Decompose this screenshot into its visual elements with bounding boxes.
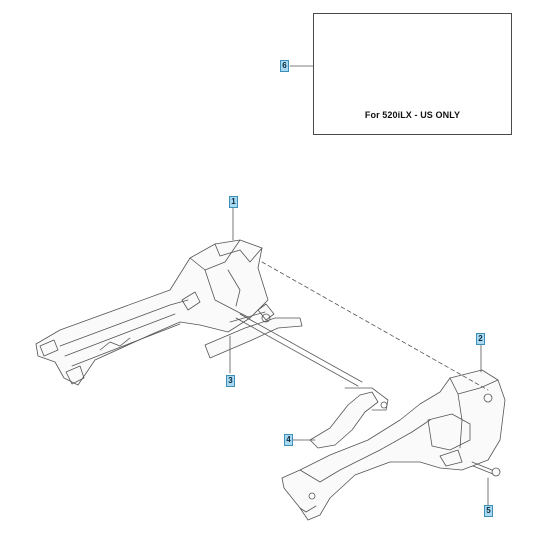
- connecting-rod: [235, 313, 363, 387]
- callout-3[interactable]: 3: [226, 375, 235, 387]
- screw: [471, 461, 501, 477]
- callout-4[interactable]: 4: [284, 434, 293, 446]
- callout-2[interactable]: 2: [476, 333, 485, 345]
- callout-1[interactable]: 1: [229, 196, 238, 208]
- callout-6[interactable]: 6: [280, 60, 289, 72]
- callout-5[interactable]: 5: [484, 505, 493, 517]
- trigger-lever: [309, 387, 389, 449]
- alignment-dashed-line: [261, 261, 489, 391]
- lower-handle-housing: [281, 369, 506, 521]
- inset-box: For 520iLX - US ONLY: [313, 13, 512, 135]
- throttle-lever-assembly: [204, 303, 303, 359]
- inset-caption: For 520iLX - US ONLY: [364, 110, 461, 120]
- upper-handle-housing: [35, 239, 269, 386]
- leader-lines: [229, 65, 489, 506]
